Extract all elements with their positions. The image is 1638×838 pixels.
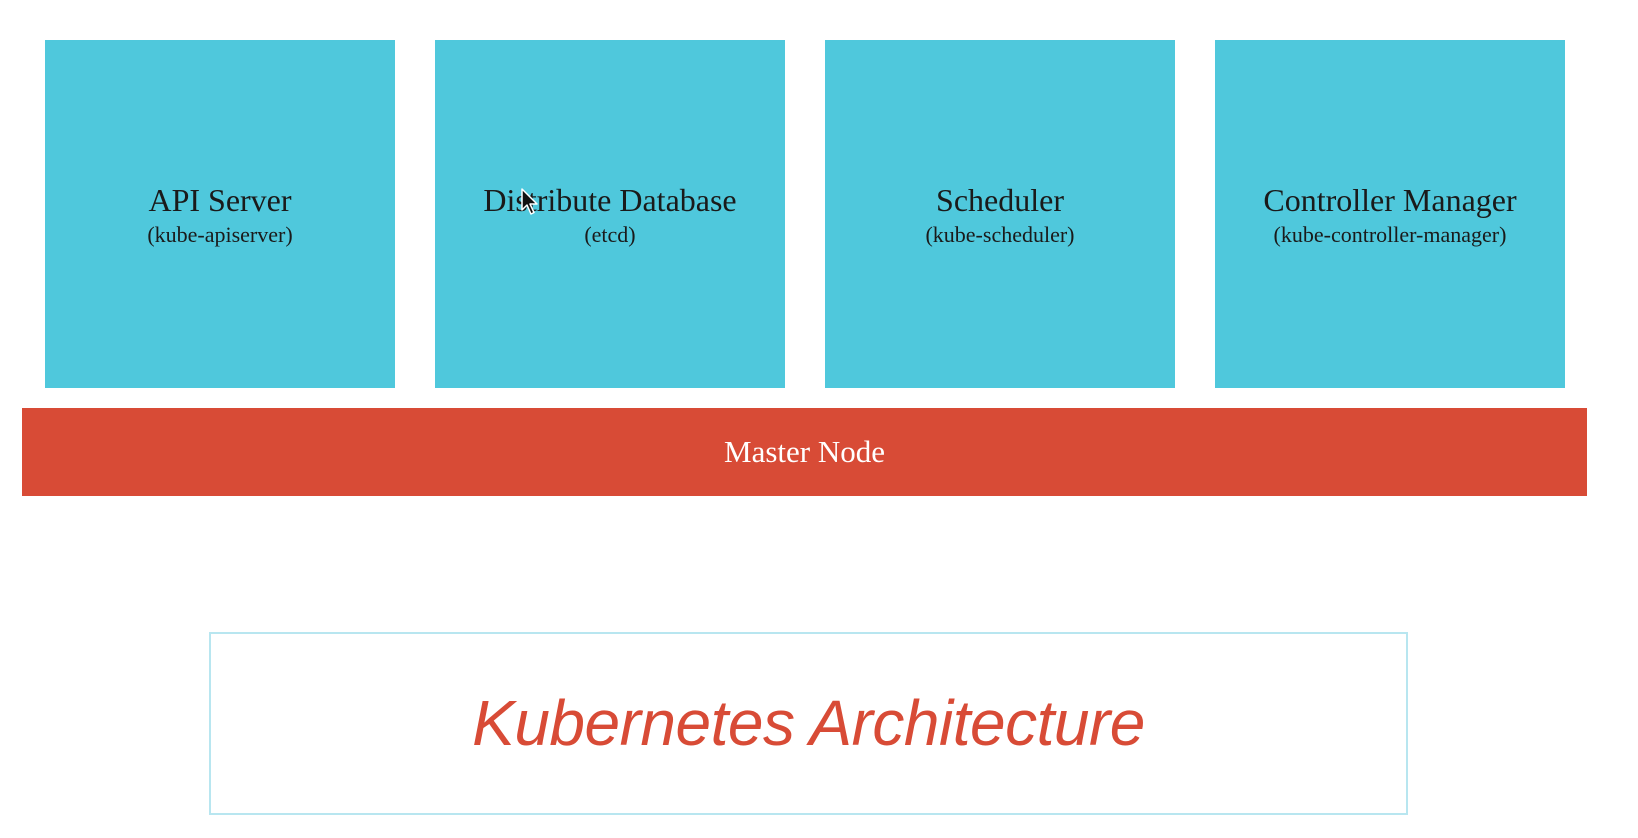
component-subtitle: (kube-controller-manager)	[1273, 222, 1507, 247]
component-subtitle: (kube-apiserver)	[147, 222, 293, 247]
component-label: Distribute Database (etcd)	[435, 180, 785, 250]
component-name: Controller Manager	[1263, 182, 1517, 218]
component-name: Scheduler	[936, 182, 1064, 218]
component-label: API Server (kube-apiserver)	[45, 180, 395, 250]
component-subtitle: (kube-scheduler)	[925, 222, 1075, 247]
component-api-server: API Server (kube-apiserver)	[45, 40, 395, 388]
component-label: Controller Manager (kube-controller-mana…	[1215, 180, 1565, 250]
mouse-pointer-icon	[521, 188, 538, 215]
component-scheduler: Scheduler (kube-scheduler)	[825, 40, 1175, 388]
component-label: Scheduler (kube-scheduler)	[825, 180, 1175, 250]
master-node-label: Master Node	[724, 434, 885, 469]
component-subtitle: (etcd)	[584, 222, 636, 247]
component-controller-manager: Controller Manager (kube-controller-mana…	[1215, 40, 1565, 388]
master-node-bar: Master Node	[22, 408, 1587, 496]
component-distribute-database: Distribute Database (etcd)	[435, 40, 785, 388]
slide-title: Kubernetes Architecture	[472, 687, 1145, 759]
component-name: Distribute Database	[483, 182, 737, 218]
slide-title-box: Kubernetes Architecture	[209, 632, 1408, 815]
component-name: API Server	[148, 182, 292, 218]
